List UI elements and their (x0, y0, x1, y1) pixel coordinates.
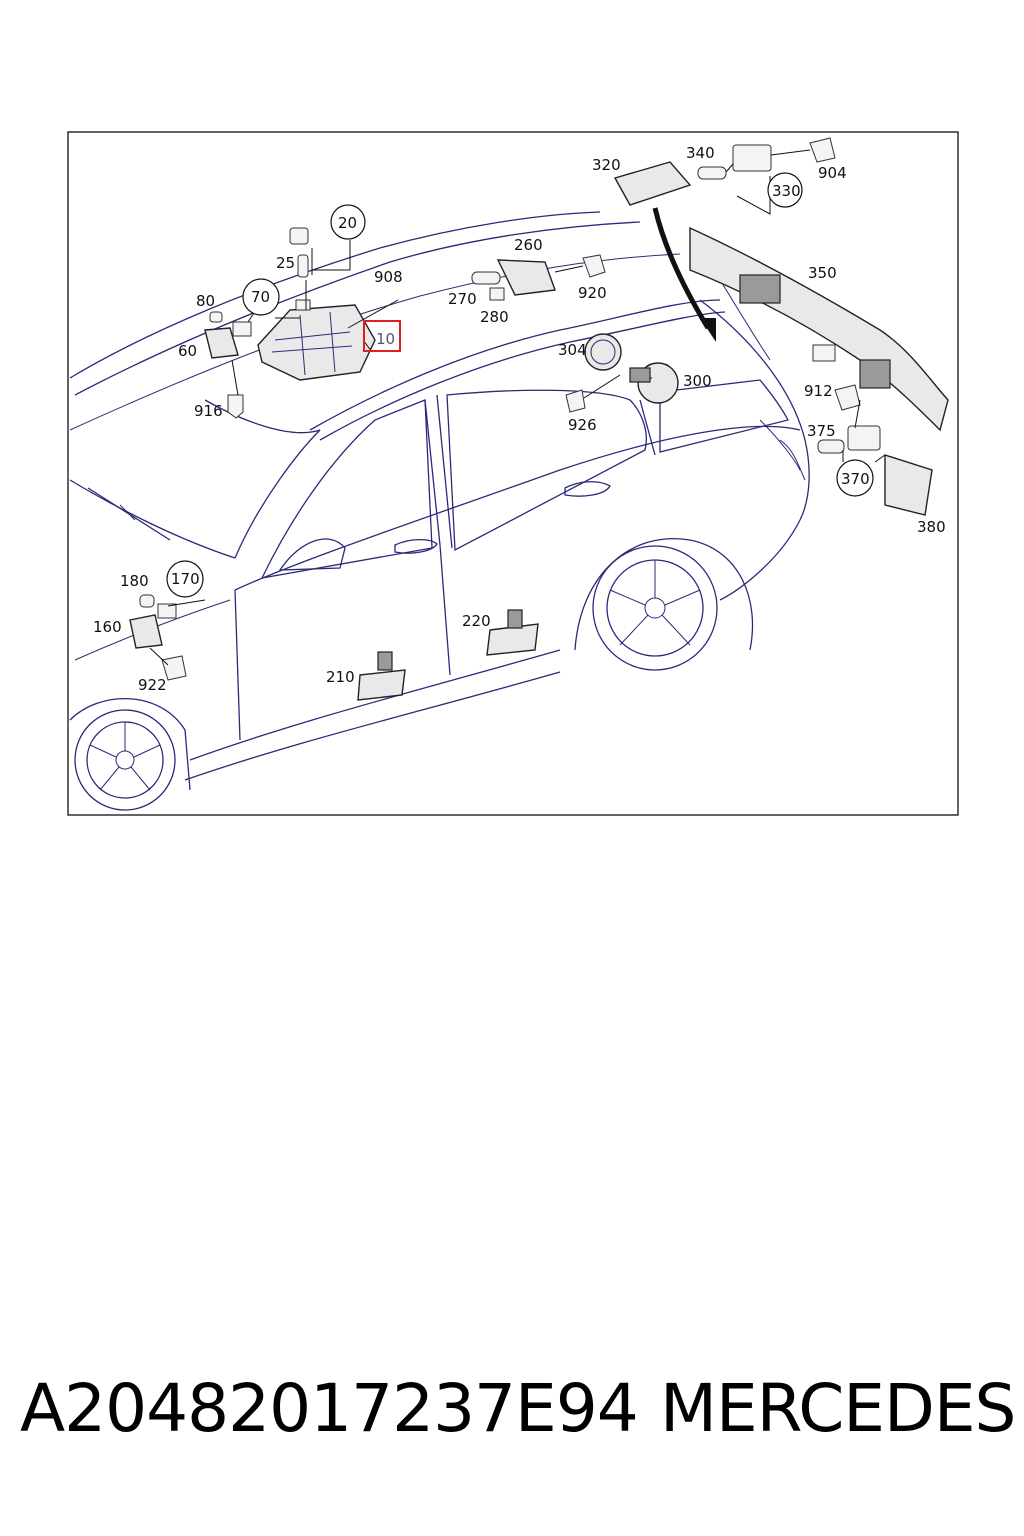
label-60: 60 (178, 342, 197, 360)
arrow-head (700, 318, 716, 342)
car-body-outline (69, 211, 810, 811)
label-320: 320 (592, 156, 621, 174)
part-lamp-160 (129, 594, 187, 681)
callout-circle-170 (166, 560, 204, 598)
label-908: 908 (374, 268, 403, 286)
highlight-box-10 (363, 320, 401, 352)
label-926: 926 (568, 416, 597, 434)
part-lamp-260 (471, 254, 606, 301)
callout-circle-70 (242, 278, 280, 316)
label-10: 10 (376, 330, 395, 348)
part-bulb-25 (289, 227, 309, 278)
callout-circle-330 (767, 172, 803, 208)
label-80: 80 (196, 292, 215, 310)
label-340: 340 (686, 144, 715, 162)
label-70: 70 (251, 288, 270, 306)
label-210: 210 (326, 668, 355, 686)
label-375: 375 (807, 422, 836, 440)
part-lamp-300 (565, 333, 679, 413)
label-330: 330 (772, 182, 801, 200)
label-912: 912 (804, 382, 833, 400)
part-entrance-lamp-220 (486, 609, 539, 656)
label-270: 270 (448, 290, 477, 308)
label-160: 160 (93, 618, 122, 636)
label-916: 916 (194, 402, 223, 420)
label-922: 922 (138, 676, 167, 694)
label-380: 380 (917, 518, 946, 536)
circled-callouts (166, 172, 874, 598)
direction-arrow (652, 207, 711, 330)
label-920: 920 (578, 284, 607, 302)
label-170: 170 (171, 570, 200, 588)
part-entrance-lamp-210 (357, 651, 406, 701)
callout-labels: 10 20 25 60 70 80 160 170 180 210 220 26… (93, 144, 946, 694)
part-lamp-380 (817, 384, 933, 516)
label-25: 25 (276, 254, 295, 272)
label-300: 300 (683, 372, 712, 390)
label-304: 304 (558, 341, 587, 359)
leader-lines (149, 149, 886, 666)
label-180: 180 (120, 572, 149, 590)
part-lamp-60 (204, 311, 252, 419)
part-overhead-console (257, 299, 376, 381)
label-370: 370 (841, 470, 870, 488)
label-20: 20 (338, 214, 357, 232)
part-number: A20482017237E94 (20, 1370, 639, 1447)
part-lamp-320 (613, 137, 836, 206)
label-904: 904 (818, 164, 847, 182)
footer: A20482017237E94 MERCEDES (0, 1370, 1024, 1480)
label-260: 260 (514, 236, 543, 254)
callout-circle-20 (330, 204, 366, 240)
label-220: 220 (462, 612, 491, 630)
brand-name: MERCEDES (660, 1370, 1016, 1447)
label-350: 350 (808, 264, 837, 282)
part-tailgate-trim-350 (689, 226, 949, 432)
label-280: 280 (480, 308, 509, 326)
callout-circle-370 (836, 459, 874, 497)
